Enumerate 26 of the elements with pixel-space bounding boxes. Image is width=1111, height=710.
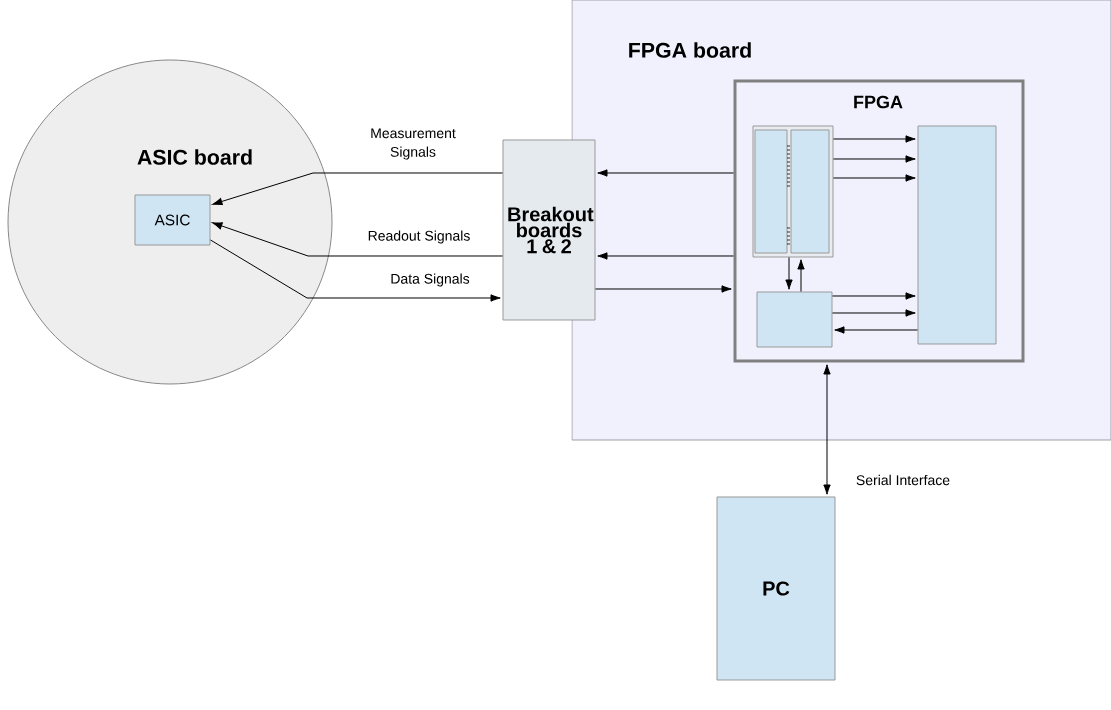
- arrow: [785, 257, 793, 290]
- edge-label: Measurement Signals: [371, 128, 456, 160]
- arrow: [210, 239, 501, 302]
- edge-label: Data Signals: [391, 273, 470, 287]
- board-box: Breakout boards 1 & 2: [502, 139, 596, 321]
- arrow: [833, 174, 916, 182]
- arrow: [832, 309, 916, 317]
- arrow: [595, 285, 732, 293]
- arrow: [833, 155, 916, 163]
- arrow: [212, 172, 503, 206]
- arrow: [797, 259, 805, 292]
- arrow: [597, 169, 734, 177]
- block-box: [756, 291, 833, 348]
- arrow: [834, 326, 918, 334]
- arrow: [597, 252, 734, 260]
- pc-box: PC: [716, 496, 836, 681]
- arrow: [832, 292, 916, 300]
- chip-box: ASIC: [134, 194, 211, 246]
- edge-label: Serial Interface: [856, 474, 950, 486]
- arrow: [833, 135, 916, 143]
- block-box: [754, 129, 788, 254]
- block-box: [917, 125, 997, 345]
- arrow: [212, 222, 503, 257]
- arrow: [823, 364, 831, 495]
- edge-label: Readout Signals: [368, 230, 470, 244]
- block-box: [790, 129, 830, 254]
